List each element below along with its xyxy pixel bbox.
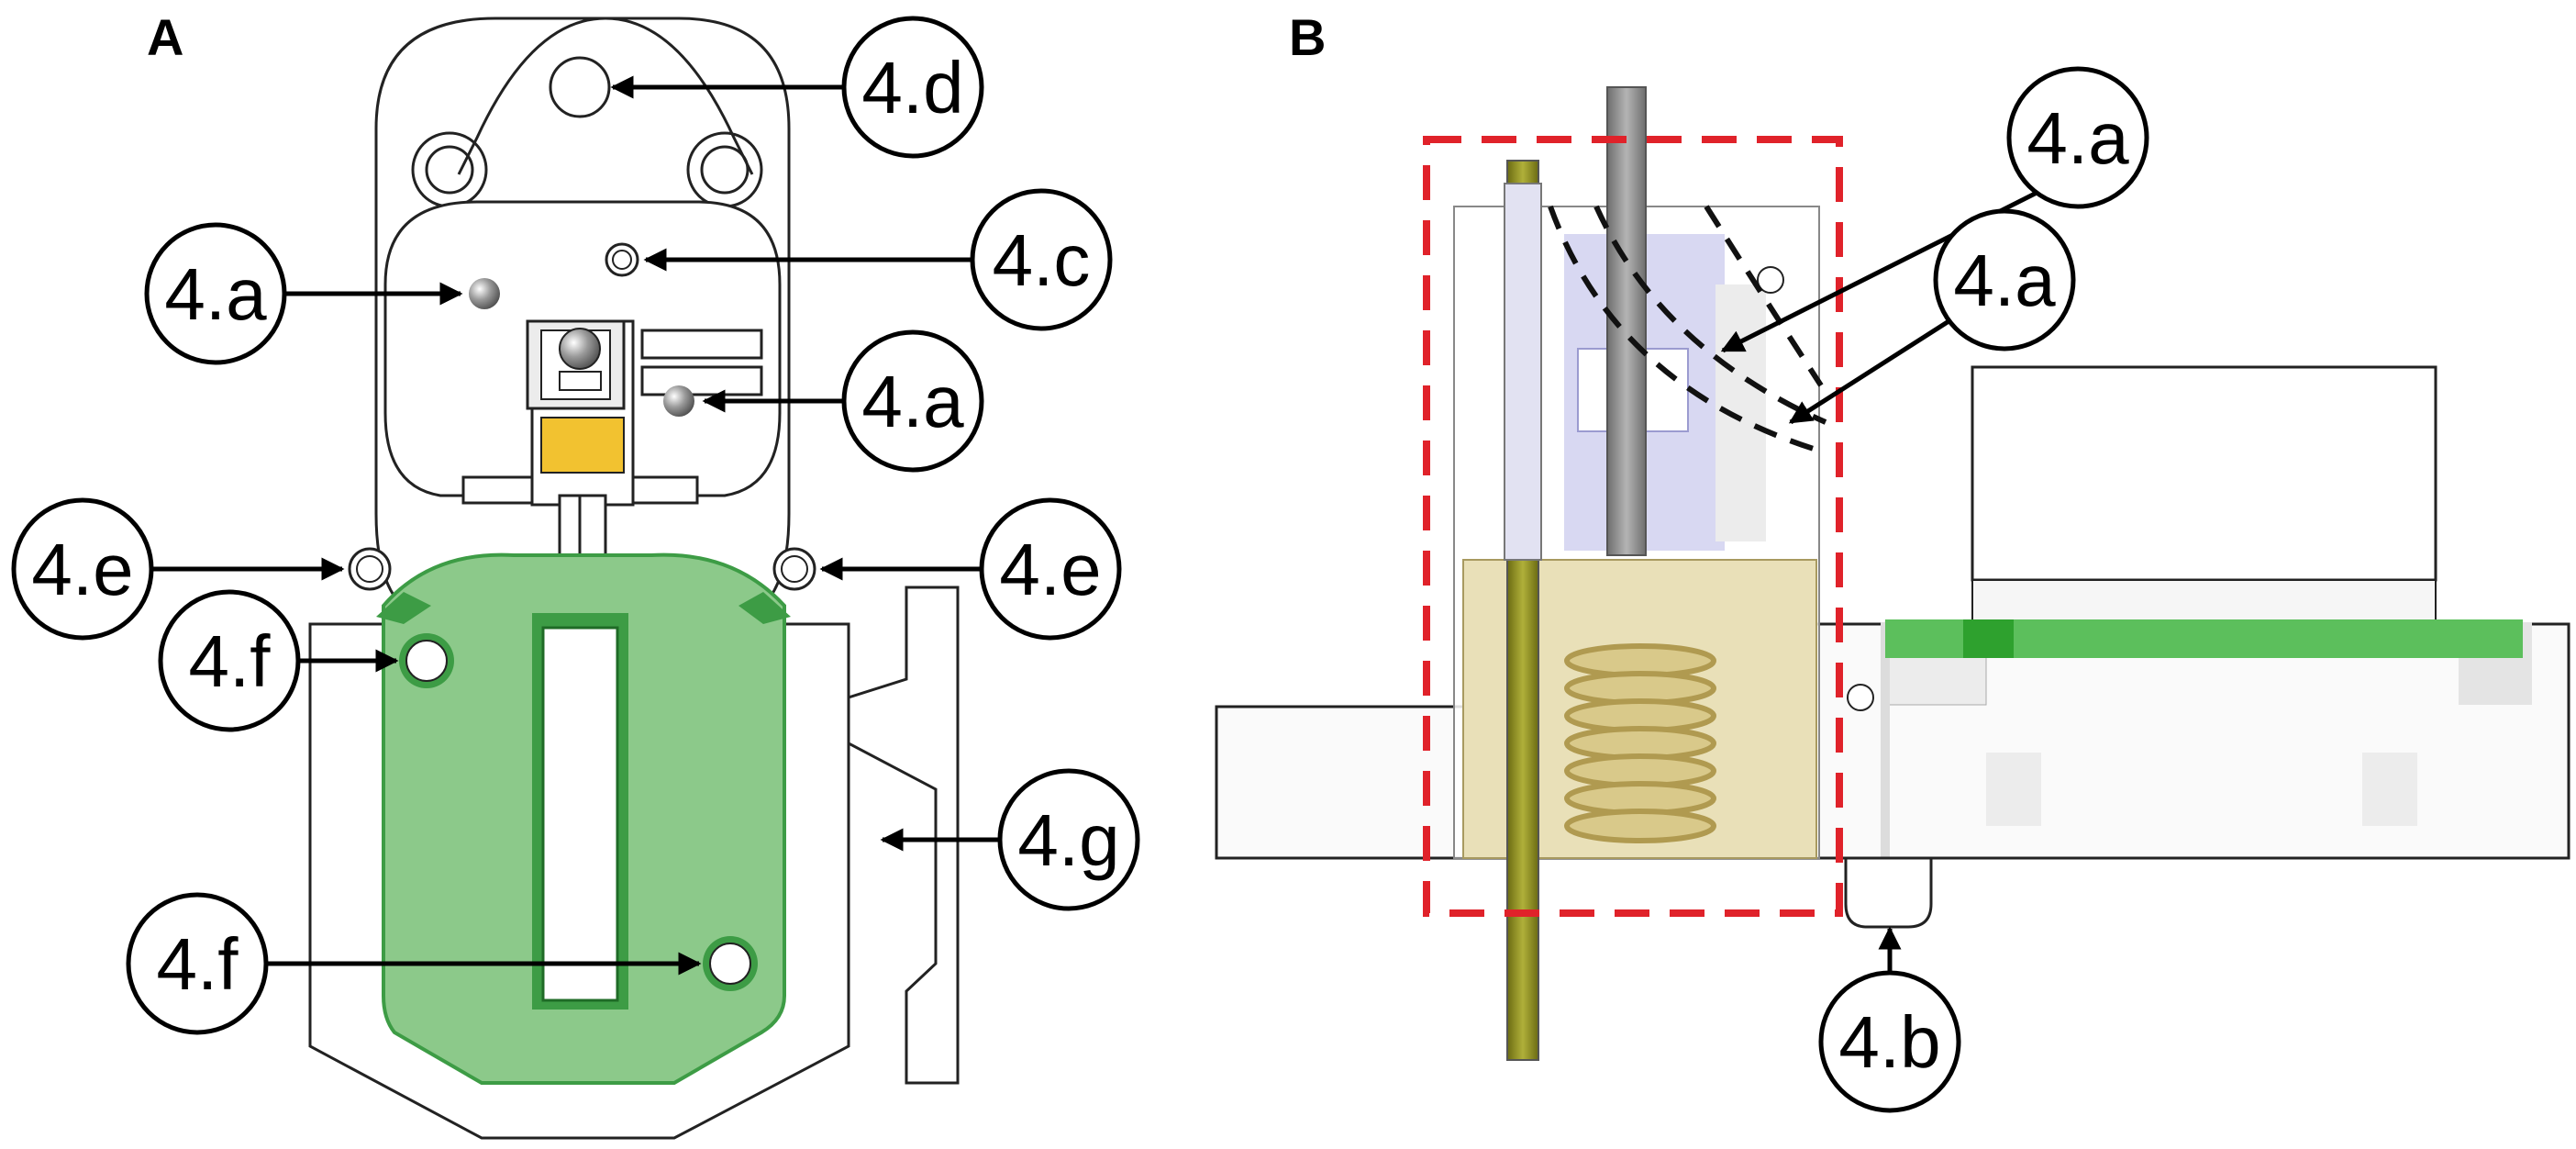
ball-icon xyxy=(559,328,601,370)
bearing-assembly xyxy=(526,319,626,474)
top-cap-block xyxy=(1971,365,2437,582)
svg-text:4.e: 4.e xyxy=(31,529,133,610)
marker-dot-4a-top xyxy=(469,278,500,309)
callout-4e-left: 4.e xyxy=(11,497,345,641)
panel-a: A xyxy=(147,8,960,1140)
callout-4d: 4.d xyxy=(610,16,984,159)
svg-text:4.a: 4.a xyxy=(861,361,964,442)
panel-b: B xyxy=(1215,8,2570,1061)
callout-4f-bottom: 4.f xyxy=(126,892,702,1035)
svg-text:4.f: 4.f xyxy=(157,923,239,1005)
callout-4a-mid: 4.a xyxy=(702,329,984,473)
callout-4a-top: 4.a xyxy=(144,222,463,365)
svg-text:4.c: 4.c xyxy=(993,219,1091,301)
highlight-box xyxy=(1423,136,1843,917)
marker-dot-4a-mid xyxy=(663,385,694,417)
callout-4b: 4.b xyxy=(1818,926,1961,1113)
svg-text:4.e: 4.e xyxy=(999,529,1101,610)
pin-4b xyxy=(1844,856,1933,929)
svg-text:4.a: 4.a xyxy=(2026,97,2129,179)
callout-4e-right: 4.e xyxy=(819,497,1122,641)
svg-text:4.g: 4.g xyxy=(1017,799,1119,881)
svg-text:4.d: 4.d xyxy=(861,47,963,128)
callouts: 4.d 4.a 4.c 4.a 4.e 4.e xyxy=(11,16,2149,1113)
panel-b-label: B xyxy=(1289,8,1326,66)
side-bracket-4g xyxy=(847,586,960,1085)
dashed-arcs xyxy=(1548,205,1827,452)
panel-a-label: A xyxy=(147,8,183,66)
callout-b-4a-upper: 4.a xyxy=(1720,66,2149,353)
green-slot xyxy=(541,626,619,1002)
callout-4g: 4.g xyxy=(880,768,1140,911)
callout-4c: 4.c xyxy=(643,188,1113,331)
spring-coils xyxy=(1564,643,1716,843)
svg-text:4.a: 4.a xyxy=(164,253,267,335)
callout-b-4a-lower: 4.a xyxy=(1788,208,2076,425)
svg-text:4.a: 4.a xyxy=(1953,240,2056,321)
svg-text:4.b: 4.b xyxy=(1838,1001,1940,1083)
hole-4d xyxy=(549,56,611,118)
callout-4f-top: 4.f xyxy=(158,589,399,732)
svg-text:4.f: 4.f xyxy=(189,620,272,702)
